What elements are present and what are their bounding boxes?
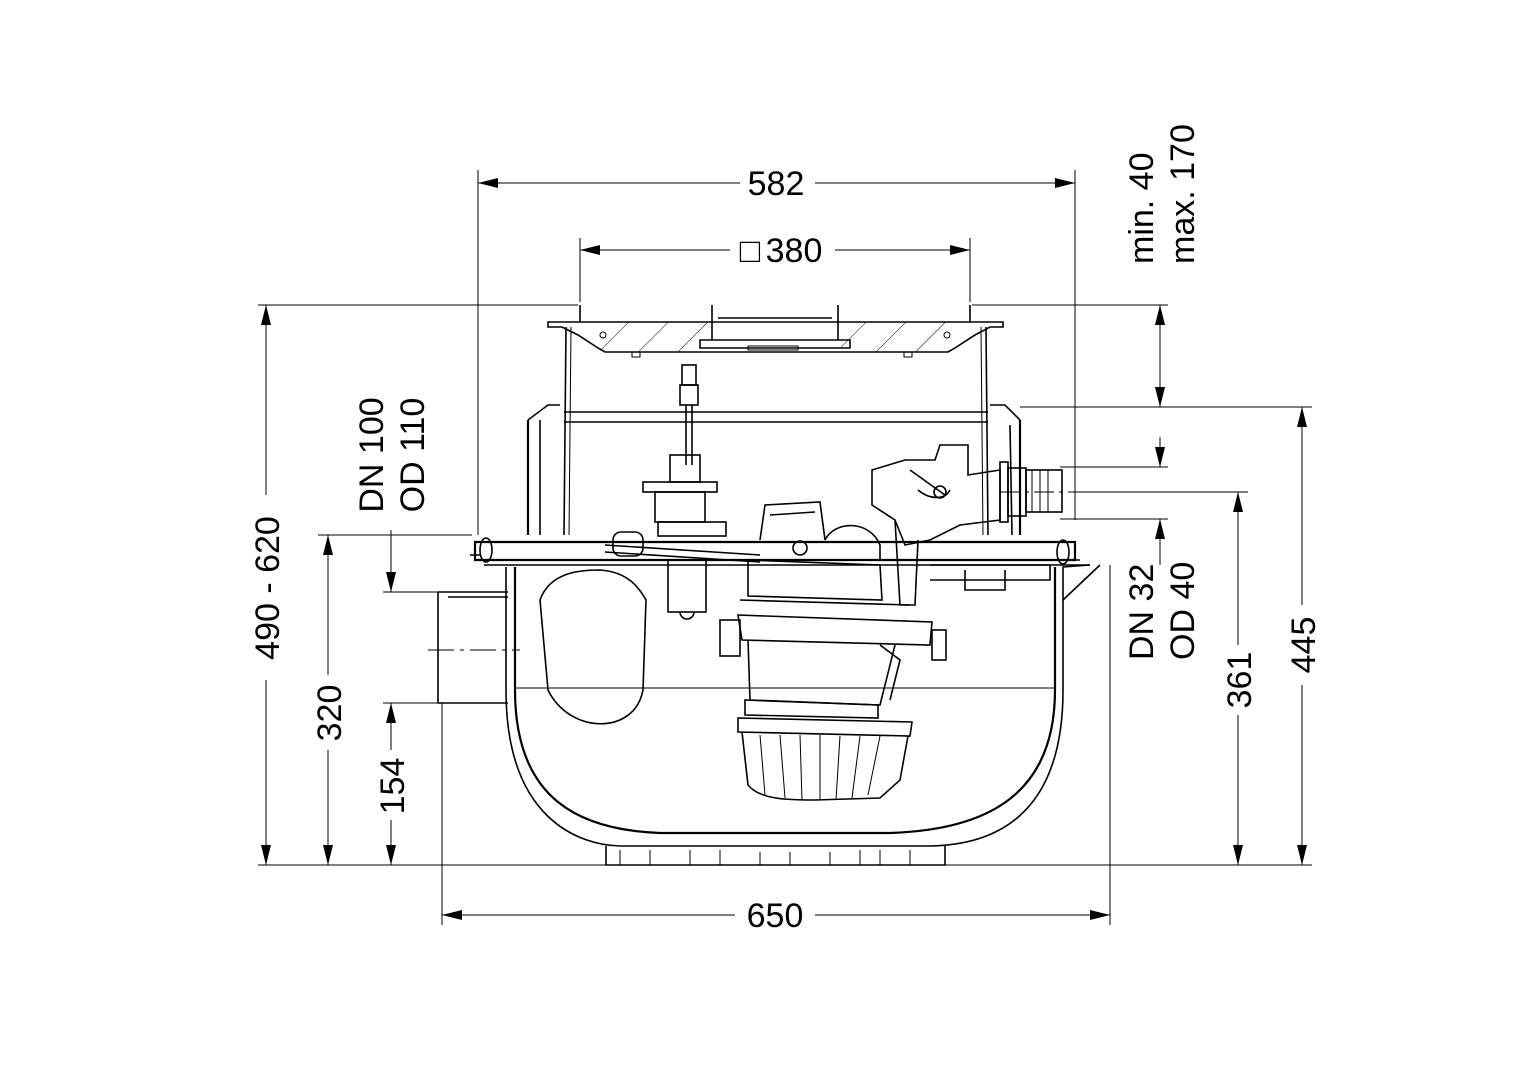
dim-body-height: 445	[1285, 617, 1323, 674]
dim-total-height: 490 - 620	[249, 516, 287, 660]
extension-shaft	[563, 326, 989, 536]
dim-cover-square: 380	[766, 232, 823, 270]
dim-inlet-bottom: 154	[374, 758, 412, 815]
extension-lines	[258, 170, 1312, 925]
extension-max-label: max. 170	[1164, 124, 1202, 264]
outlet-dn-label: DN 32	[1123, 564, 1161, 660]
outlet-od-label: OD 40	[1164, 562, 1202, 660]
pressure-outlet	[871, 444, 1078, 606]
cover-plate	[547, 305, 1004, 358]
square-symbol: □	[740, 232, 761, 270]
side-latches	[470, 537, 1080, 565]
float-switch	[604, 364, 761, 620]
dim-outlet-height: 361	[1221, 652, 1259, 709]
dim-inlet-height: 320	[311, 685, 349, 742]
extension-min-label: min. 40	[1123, 153, 1161, 265]
inlet-dn-label: DN 100	[353, 397, 391, 512]
inlet-od-label: OD 110	[394, 398, 432, 513]
dim-width-top: 582	[748, 165, 805, 203]
dimension-lines	[261, 178, 1307, 920]
dim-width-bottom: 650	[747, 897, 804, 935]
pump	[719, 501, 947, 801]
